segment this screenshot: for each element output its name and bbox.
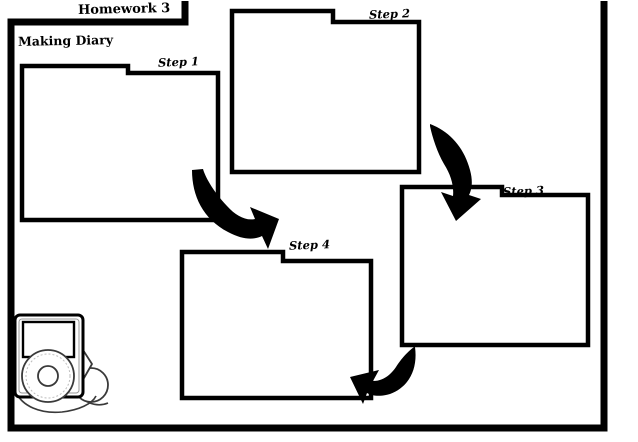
step-3-label: Step 3 <box>502 183 545 199</box>
page-title: Homework 3 <box>77 1 171 18</box>
step-2-label: Step 2 <box>368 6 411 22</box>
mp3-player-illustration <box>13 313 109 414</box>
player-shadow <box>15 391 97 414</box>
arrow-step1-to-step2 <box>192 169 279 249</box>
step-4-box[interactable] <box>179 249 374 401</box>
step-2-box[interactable] <box>229 8 422 175</box>
arrow-step3-to-step4 <box>350 347 416 404</box>
step-4-label: Step 4 <box>288 237 331 253</box>
step-3-box[interactable] <box>399 184 591 348</box>
step-1-label: Step 1 <box>157 54 200 70</box>
arrow-step2-to-step3 <box>430 124 481 221</box>
step-1-box[interactable] <box>19 63 221 223</box>
click-wheel-center-button <box>37 365 59 387</box>
page-subtitle: Making Diary <box>17 32 114 49</box>
click-wheel-inner-ring <box>25 353 71 399</box>
worksheet-border <box>7 1 608 432</box>
